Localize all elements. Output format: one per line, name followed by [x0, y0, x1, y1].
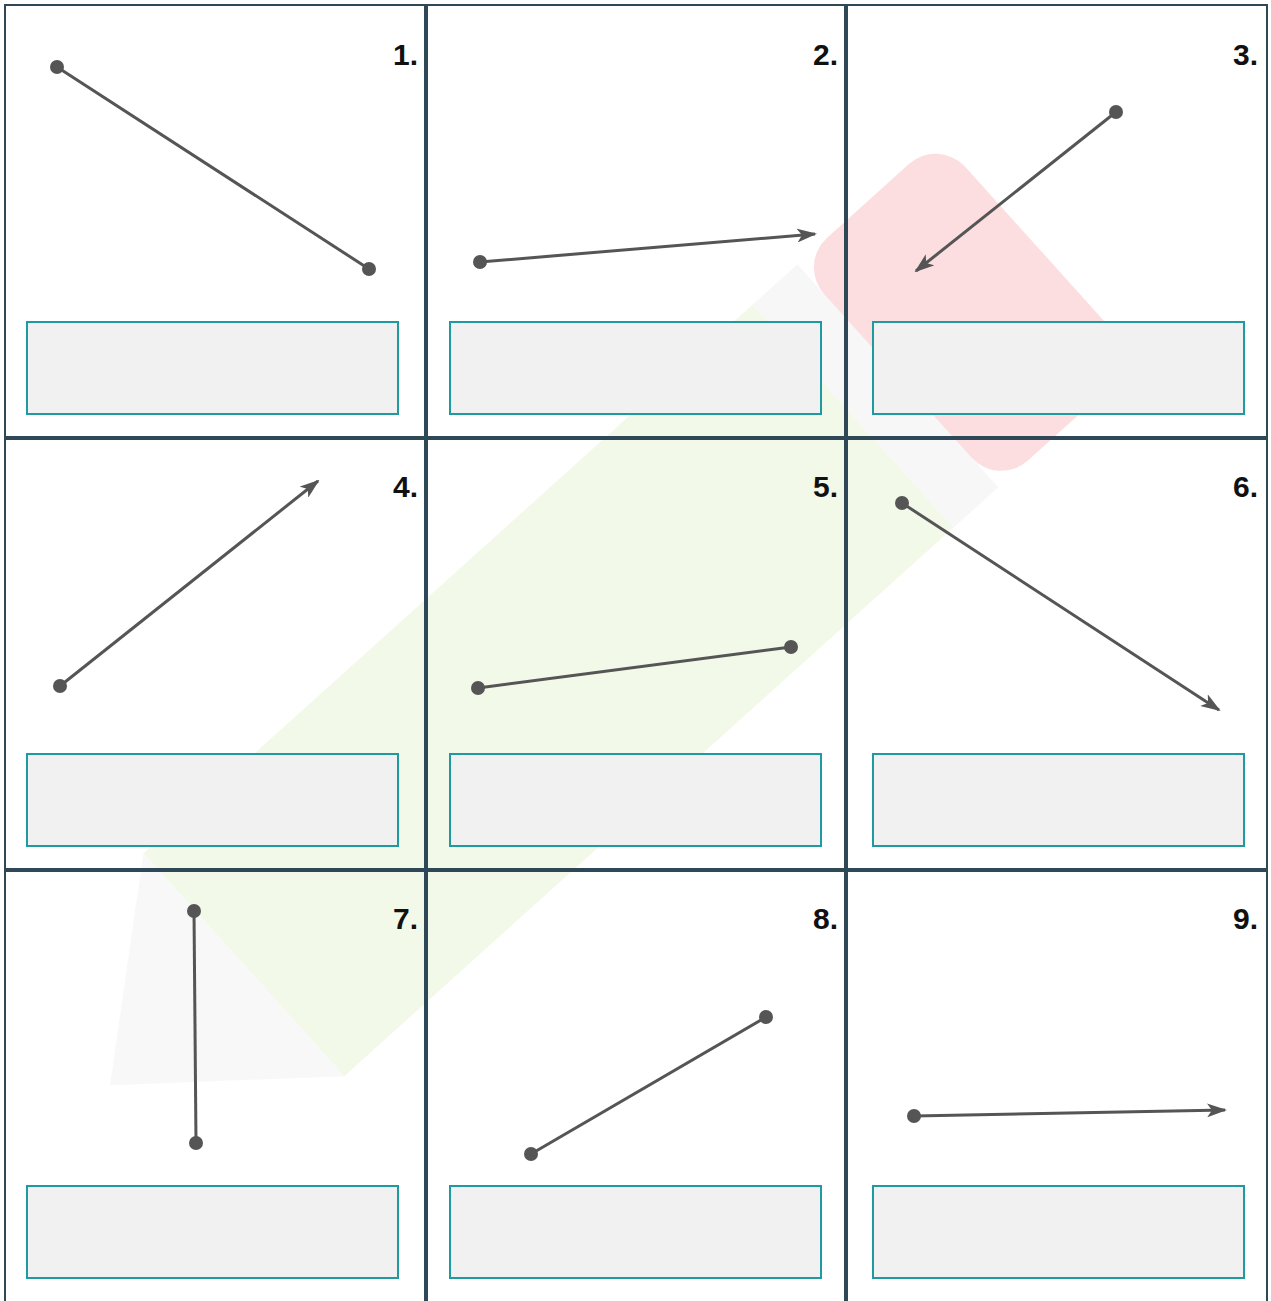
exercise-number: 4. [6, 472, 426, 502]
exercise-number: 9. [846, 904, 1266, 934]
exercise-number: 2. [426, 40, 846, 70]
exercise-cell: 8. [424, 868, 848, 1301]
exercise-number: 7. [6, 904, 426, 934]
exercise-number: 1. [6, 40, 426, 70]
endpoint-dot [50, 60, 1123, 1161]
exercise-cell: 7. [4, 868, 428, 1301]
exercise-cell: 4. [4, 436, 428, 872]
geometry-figure [57, 67, 1225, 1154]
exercise-cell: 5. [424, 436, 848, 872]
exercise-number: 8. [426, 904, 846, 934]
exercise-number: 5. [426, 472, 846, 502]
answer-box [27, 322, 1244, 1278]
exercise-cell: 3. [844, 4, 1268, 440]
exercise-number: 6. [846, 472, 1266, 502]
exercise-cell: 9. [844, 868, 1268, 1301]
exercise-cell: 1. [4, 4, 428, 440]
exercise-cell: 2. [424, 4, 848, 440]
exercise-cell: 6. [844, 436, 1268, 872]
exercise-number: 3. [846, 40, 1266, 70]
pencil-watermark [10, 137, 1140, 1196]
